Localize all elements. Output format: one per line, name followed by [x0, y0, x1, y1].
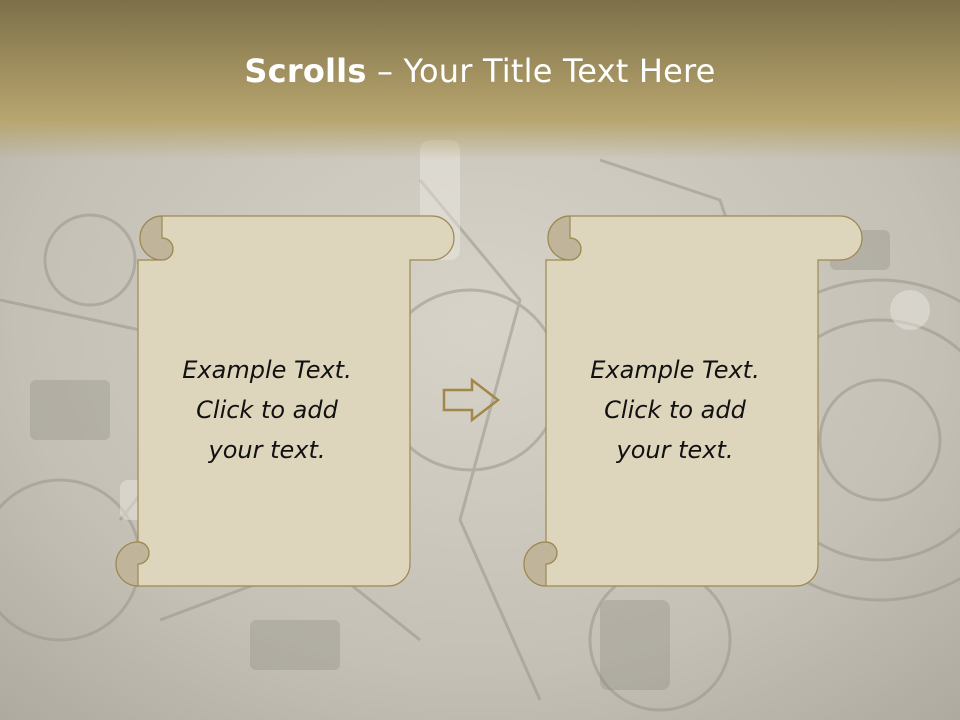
text-line: Example Text.	[590, 356, 760, 384]
text-line: your text.	[616, 436, 734, 464]
text-line: Click to add	[604, 396, 746, 424]
right-arrow-icon	[442, 377, 501, 423]
text-line: your text.	[208, 436, 326, 464]
scroll-text-left[interactable]: Example Text. Click to add your text.	[132, 350, 402, 470]
text-line: Click to add	[196, 396, 338, 424]
header-band	[0, 0, 960, 160]
scroll-shape-left[interactable]: Example Text. Click to add your text.	[92, 214, 462, 590]
scroll-shape-right[interactable]: Example Text. Click to add your text.	[500, 214, 870, 590]
title-rest: – Your Title Text Here	[366, 52, 716, 90]
title-bold: Scrolls	[244, 52, 367, 90]
slide-title[interactable]: Scrolls – Your Title Text Here	[0, 52, 960, 90]
text-line: Example Text.	[182, 356, 352, 384]
scroll-text-right[interactable]: Example Text. Click to add your text.	[540, 350, 810, 470]
